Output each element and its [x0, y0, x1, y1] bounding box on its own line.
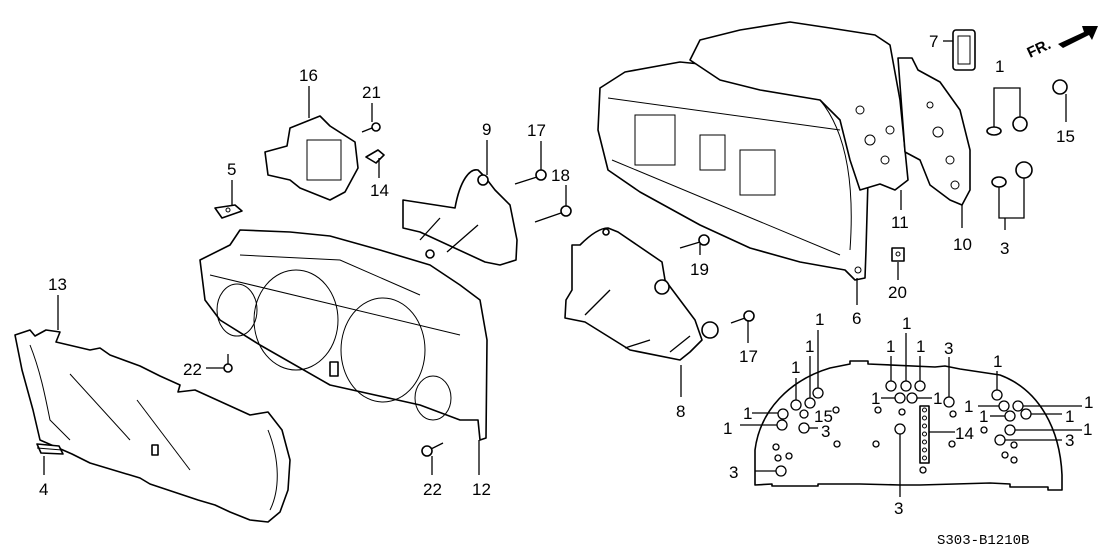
inset-callout: 1: [1083, 420, 1092, 439]
part-3-bulb-socket[interactable]: [991, 161, 1033, 188]
inset-callout: 1: [723, 419, 732, 438]
inset-callout: 1: [933, 389, 942, 408]
callout-9[interactable]: 9: [482, 120, 491, 139]
inset-callout: 1: [902, 314, 911, 333]
inset-callout: 15: [814, 407, 833, 426]
part-9-fuel-temp-gauge[interactable]: [402, 169, 518, 266]
inset-callout: 1: [815, 310, 824, 329]
part-22-screw-b[interactable]: [421, 442, 444, 457]
inset-callout: 1: [993, 352, 1002, 371]
callout-19[interactable]: 19: [690, 260, 709, 279]
callout-labels: 1 3 4 5 6 7 8 9 10 11 12 13 14 15 16 17 …: [39, 32, 1075, 499]
leader-lines: [43, 40, 1067, 475]
callout-13[interactable]: 13: [48, 275, 67, 294]
inset-callout: 1: [791, 358, 800, 377]
part-1-bulb-socket[interactable]: [986, 116, 1028, 136]
inset-callout: 14: [955, 424, 974, 443]
part-17-screw-b[interactable]: [730, 310, 755, 324]
bulb-location-map: [740, 330, 1082, 497]
part-21-screw[interactable]: [361, 122, 381, 133]
part-17-screw-a[interactable]: [514, 169, 547, 185]
callout-18[interactable]: 18: [551, 166, 570, 185]
part-16-control-unit[interactable]: [264, 115, 359, 201]
callout-1[interactable]: 1: [995, 57, 1004, 76]
callout-3[interactable]: 3: [1000, 239, 1009, 258]
callout-10[interactable]: 10: [953, 235, 972, 254]
callout-11[interactable]: 11: [891, 213, 909, 232]
arrow-icon: [1058, 26, 1098, 48]
part-14-socket[interactable]: [365, 149, 385, 164]
part-15-socket[interactable]: [1052, 79, 1068, 95]
inset-callout: 3: [729, 463, 738, 482]
fr-label: FR.: [1025, 36, 1054, 62]
callout-16[interactable]: 16: [299, 66, 318, 85]
part-20-nut[interactable]: [891, 247, 905, 262]
inset-callout: 1: [805, 337, 814, 356]
inset-callout-labels: 1 1 1 1 1 15 3 3 1 1 1 1 1 3 14 3 1 1 1 …: [723, 310, 1093, 518]
part-13-meter-lens[interactable]: [14, 329, 291, 523]
callout-20[interactable]: 20: [888, 283, 907, 302]
part-4-clip[interactable]: [36, 443, 64, 455]
callout-7[interactable]: 7: [929, 32, 938, 51]
callout-21[interactable]: 21: [362, 83, 381, 102]
part-22-screw-a[interactable]: [223, 354, 233, 373]
callout-5[interactable]: 5: [227, 160, 236, 179]
callout-4[interactable]: 4: [39, 480, 48, 499]
part-12-meter-case[interactable]: [199, 229, 488, 441]
callout-14[interactable]: 14: [370, 181, 389, 200]
inset-callout: 1: [886, 337, 895, 356]
part-11-circuit-board[interactable]: [689, 21, 909, 191]
inset-callout: 1: [979, 407, 988, 426]
part-5-clip-nut[interactable]: [214, 204, 243, 219]
part-18-screw[interactable]: [534, 205, 572, 223]
callout-15[interactable]: 15: [1056, 127, 1075, 146]
callout-22b[interactable]: 22: [423, 480, 442, 499]
inset-callout: 3: [1065, 431, 1074, 450]
callout-12[interactable]: 12: [472, 480, 491, 499]
inset-callout: 3: [821, 422, 830, 441]
callout-6[interactable]: 6: [852, 309, 861, 328]
callout-22a[interactable]: 22: [183, 360, 202, 379]
part-8-speedometer[interactable]: [564, 227, 719, 361]
part-10-circuit-board[interactable]: [897, 57, 971, 206]
callout-8[interactable]: 8: [676, 402, 685, 421]
inset-callout: 1: [1065, 407, 1074, 426]
inset-callout: 1: [916, 337, 925, 356]
inset-callout: 1: [743, 404, 752, 423]
front-direction-arrow: FR.: [1025, 26, 1098, 62]
part-19-screw[interactable]: [679, 234, 710, 249]
callout-17b[interactable]: 17: [739, 347, 758, 366]
inset-callout: 1: [871, 389, 880, 408]
inset-callout: 1: [964, 397, 973, 416]
drawing-code: S303-B1210B: [937, 533, 1029, 549]
inset-callout: 3: [944, 339, 953, 358]
inset-callout: 3: [894, 499, 903, 518]
callout-17a[interactable]: 17: [527, 121, 546, 140]
inset-callout: 1: [1084, 393, 1093, 412]
part-7-cover[interactable]: [952, 29, 976, 71]
